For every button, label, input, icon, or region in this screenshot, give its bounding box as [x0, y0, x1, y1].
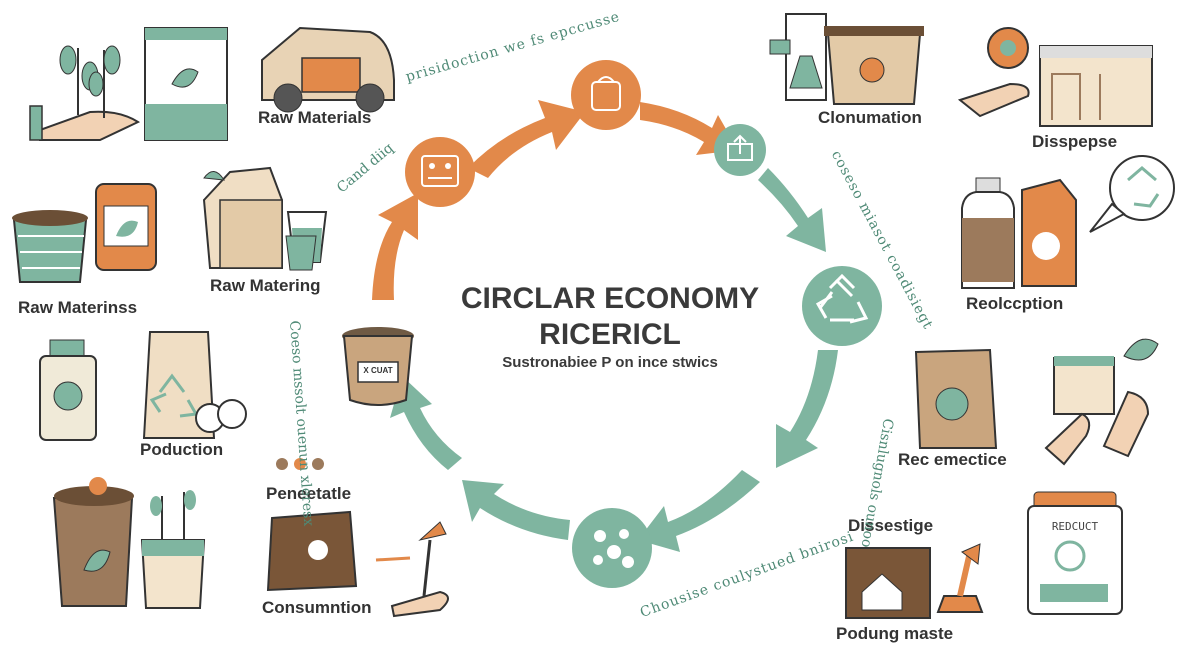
arrow-green-1	[758, 168, 826, 252]
diagram-title-line2: RICERICL	[539, 318, 681, 351]
bottle-icon	[39, 339, 97, 441]
bucket-label: X CUAT	[363, 366, 393, 375]
label-disspepse: Disspepse	[1032, 132, 1118, 151]
arrow-orange-1	[372, 193, 418, 300]
arrow-green-2	[776, 350, 838, 468]
cycle-nodes	[342, 60, 882, 588]
label-peneetatle: Peneetatle	[266, 484, 352, 503]
sack-icon	[266, 510, 358, 592]
excavator-icon	[936, 543, 984, 613]
arrow-green-3	[638, 470, 760, 552]
box-label: REDCUCT	[1051, 520, 1099, 533]
recycle-bag-icon	[142, 331, 247, 439]
label-raw-materials: Raw Materials	[258, 108, 372, 127]
cycle-arrows	[372, 100, 838, 552]
node-product-icon	[571, 60, 641, 130]
label-raw-materinss: Raw Materinss	[18, 298, 138, 317]
pot-plant-icon	[52, 477, 134, 607]
label-raw-matering: Raw Matering	[210, 276, 321, 295]
label-consumntion: Consumntion	[262, 598, 372, 617]
cups-icon	[285, 211, 328, 271]
trash-can-icon	[824, 26, 924, 105]
label-reolccption: Reolccption	[966, 294, 1064, 313]
label-dissestige: Dissestige	[848, 516, 934, 535]
node-bucket-icon	[342, 327, 414, 406]
factory-box-icon	[1039, 45, 1153, 127]
node-recycle-icon	[802, 266, 882, 346]
node-scatter-icon	[572, 508, 652, 588]
apple-bag-icon	[914, 348, 998, 449]
chemistry-icon	[769, 13, 827, 101]
bottles-icon	[961, 177, 1077, 289]
label-clonumation: Clonumation	[818, 108, 922, 127]
factory-icon	[845, 547, 931, 619]
truck-icon	[261, 26, 395, 113]
label-poduction: Poduction	[140, 440, 224, 459]
arrow-orange-2	[468, 100, 585, 178]
arrow-green-4	[462, 480, 570, 540]
paper-bag-icon	[202, 166, 283, 269]
scan-hands-icon	[1044, 338, 1159, 466]
jar-icon	[144, 27, 228, 141]
node-upload-icon	[714, 124, 766, 176]
node-design-icon	[405, 137, 475, 207]
diagram-subtitle: Sustronabiee P on ince stwics	[502, 354, 718, 371]
arrow-orange-3	[640, 102, 738, 155]
dots-icon	[276, 458, 324, 470]
arrow-green-5	[390, 376, 462, 470]
seedling-cup-icon	[140, 490, 206, 609]
plant-hand-icon	[29, 45, 141, 141]
jar-leaf-icon	[95, 183, 157, 271]
basket-icon	[12, 210, 88, 283]
label-podung-maste: Podung maste	[836, 624, 954, 643]
diagram-title: CIRCLAR ECONOMY	[460, 282, 760, 315]
gear-hand-icon	[957, 27, 1030, 118]
recycle-box-icon	[1027, 491, 1123, 615]
hand-tool-icon	[375, 521, 449, 618]
speech-recycle-icon	[1089, 155, 1175, 233]
label-rec-emectice: Rec emectice	[898, 450, 1007, 469]
